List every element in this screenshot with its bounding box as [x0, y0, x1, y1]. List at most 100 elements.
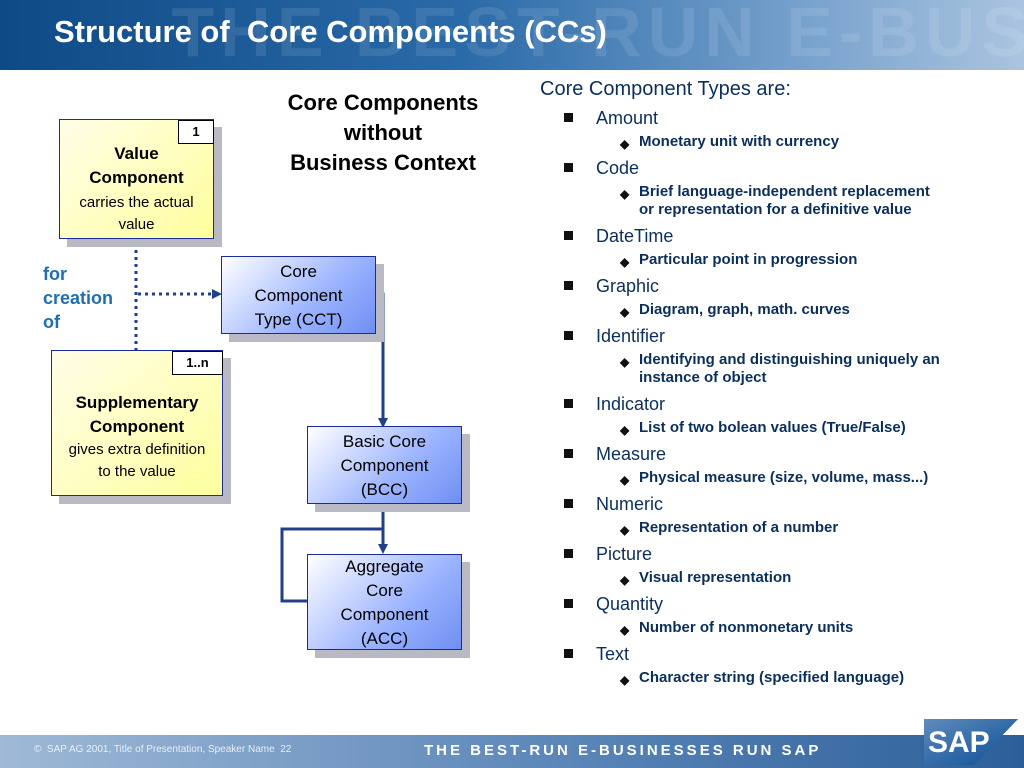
bcc-label: Basic Core: [342, 432, 427, 451]
diamond-bullet-icon: ◆: [620, 523, 630, 537]
for-creation-line: of: [43, 312, 60, 332]
heading-line: Business Context: [290, 150, 476, 175]
acc-box: Aggregate Core Component (ACC): [307, 554, 462, 650]
value-component-desc: carries the actual: [79, 194, 194, 211]
slide-title: Structure of Core Components (CCs): [54, 14, 607, 49]
type-description: ◆ Visual representation: [540, 569, 1010, 587]
core-component-types-list: Core Component Types are: Amount◆Monetar…: [540, 78, 1010, 687]
diamond-bullet-icon: ◆: [620, 423, 630, 437]
type-name: DateTime: [596, 226, 674, 246]
footer-tagline: THE BEST-RUN E-BUSINESSES RUN SAP: [424, 742, 822, 759]
for-creation-line: creation: [43, 288, 114, 308]
acc-label: (ACC): [360, 629, 409, 648]
type-description-line: Visual representation: [639, 569, 792, 586]
diamond-bullet-icon: ◆: [620, 255, 630, 269]
acc-label: Aggregate: [345, 557, 424, 576]
slide-footer: © SAP AG 2001, Title of Presentation, Sp…: [0, 735, 1024, 768]
cct-label: Type (CCT): [254, 310, 343, 329]
type-item: Amount: [540, 107, 1010, 129]
heading-line: without: [343, 120, 423, 145]
type-description: ◆ Identifying and distinguishing uniquely…: [540, 351, 1010, 387]
type-description-line: Monetary unit with currency: [639, 133, 840, 150]
diamond-bullet-icon: ◆: [620, 137, 630, 151]
type-item: Code: [540, 157, 1010, 179]
type-description: ◆Diagram, graph, math. curves: [540, 301, 1010, 319]
supplementary-component-title: Component: [89, 417, 185, 436]
value-component-badge: 1: [178, 120, 214, 144]
type-description-line: instance of object: [639, 369, 767, 386]
type-description-line: Number of nonmonetary units: [639, 619, 854, 636]
square-bullet-icon: [564, 449, 573, 458]
type-item: Quantity: [540, 593, 1010, 615]
type-item: Text: [540, 643, 1010, 665]
core-components-heading: Core Components without Business Context: [258, 88, 508, 178]
square-bullet-icon: [564, 399, 573, 408]
footer-copyright: © SAP AG 2001, Title of Presentation, Sp…: [34, 744, 292, 755]
type-name: Indicator: [596, 394, 666, 414]
type-item: Measure: [540, 443, 1010, 465]
type-item: DateTime: [540, 225, 1010, 247]
slide-header: THE BEST-RUN E-BUS Structure of Core Com…: [0, 0, 1024, 70]
type-name: Quantity: [596, 594, 664, 614]
type-name: Picture: [596, 544, 653, 564]
square-bullet-icon: [564, 499, 573, 508]
type-item: Indicator: [540, 393, 1010, 415]
type-name: Text: [596, 644, 630, 664]
cct-label: Component: [254, 286, 343, 305]
diamond-bullet-icon: ◆: [620, 187, 630, 201]
value-component-desc: value: [118, 216, 155, 233]
header-watermark: THE BEST-RUN E-BUS: [171, 0, 1024, 70]
arrowhead-acc: [378, 544, 388, 554]
type-description-line: Particular point in progression: [639, 251, 858, 268]
value-component-title: Component: [89, 168, 184, 187]
type-description-line: Physical measure (size, volume, mass...): [639, 469, 929, 486]
for-creation-line: for: [43, 264, 67, 284]
diamond-bullet-icon: ◆: [620, 573, 630, 587]
type-name: Numeric: [596, 494, 664, 514]
type-description-line: Identifying and distinguishing uniquely …: [639, 351, 940, 368]
supplementary-component-desc: gives extra definition: [68, 441, 206, 458]
supplementary-component-badge: 1..n: [172, 351, 223, 375]
square-bullet-icon: [564, 281, 573, 290]
type-name: Graphic: [596, 276, 660, 296]
diamond-bullet-icon: ◆: [620, 473, 630, 487]
type-description: ◆ Number of nonmonetary units: [540, 619, 1010, 637]
cct-box: Core Component Type (CCT): [221, 256, 376, 334]
type-description: ◆ Monetary unit with currency: [540, 133, 1010, 151]
square-bullet-icon: [564, 113, 573, 122]
square-bullet-icon: [564, 163, 573, 172]
type-item: Graphic: [540, 275, 1010, 297]
bcc-box: Basic Core Component (BCC): [307, 426, 462, 504]
diamond-bullet-icon: ◆: [620, 623, 630, 637]
square-bullet-icon: [564, 231, 573, 240]
type-description-line: or representation for a definitive value: [639, 201, 912, 218]
type-description-line: List of two bolean values (True/False): [639, 419, 906, 436]
square-bullet-icon: [564, 331, 573, 340]
acc-label: Component: [340, 605, 429, 624]
diamond-bullet-icon: ◆: [620, 673, 630, 687]
supplementary-component-desc: to the value: [98, 463, 176, 480]
type-description: ◆Character string (specified language): [540, 669, 1010, 687]
type-description: ◆ Representation of a number: [540, 519, 1010, 537]
type-description-line: Diagram, graph, math. curves: [639, 301, 850, 318]
bcc-label: Component: [340, 456, 429, 475]
bcc-label: (BCC): [360, 480, 409, 499]
sap-logo-text: SAP: [928, 726, 990, 759]
type-description: ◆ Particular point in progression: [540, 251, 1010, 269]
type-description-line: Brief language-independent replacement: [639, 183, 930, 200]
type-description: ◆ Physical measure (size, volume, mass...…: [540, 469, 1010, 487]
supplementary-component-title: Supplementary: [75, 393, 199, 412]
diamond-bullet-icon: ◆: [620, 355, 630, 369]
type-description-line: Representation of a number: [639, 519, 839, 536]
square-bullet-icon: [564, 649, 573, 658]
sap-logo: SAP: [924, 719, 1018, 765]
type-name: Identifier: [596, 326, 666, 346]
type-item: Picture: [540, 543, 1010, 565]
heading-line: Core Components: [287, 90, 479, 115]
cct-label: Core: [280, 262, 317, 281]
type-name: Code: [596, 158, 640, 178]
type-description: ◆ List of two bolean values (True/False): [540, 419, 1010, 437]
acc-label: Core: [366, 581, 403, 600]
